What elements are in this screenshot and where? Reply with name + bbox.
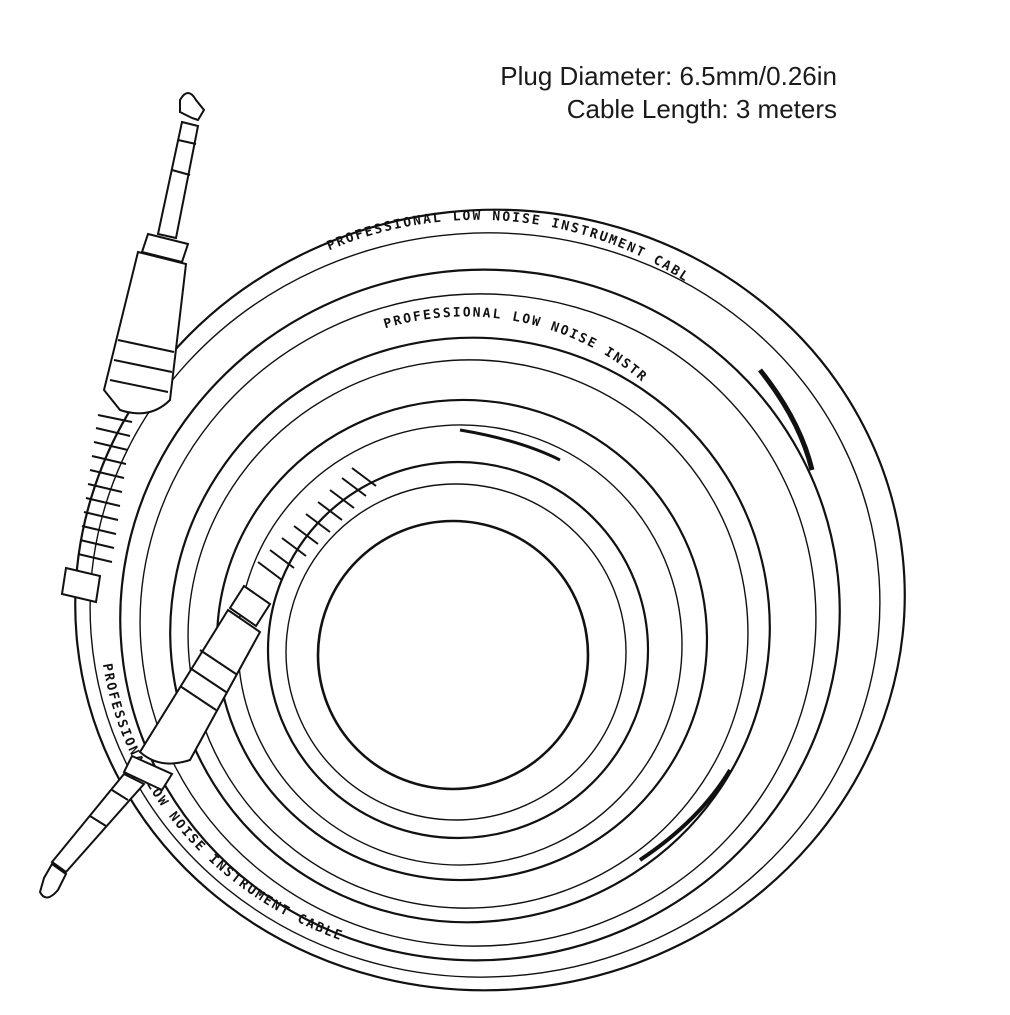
cable-length-spec: Cable Length: 3 meters bbox=[566, 94, 837, 124]
spec-text: Plug Diameter: 6.5mm/0.26in Cable Length… bbox=[500, 60, 837, 126]
upper-jack-plug bbox=[60, 92, 206, 604]
lower-jack-plug bbox=[38, 467, 377, 899]
cable-print-outer: PROFESSIONAL LOW NOISE INSTRUMENT CABLE bbox=[0, 0, 692, 286]
cable-coil bbox=[74, 208, 906, 992]
plug-diameter-spec: Plug Diameter: 6.5mm/0.26in bbox=[500, 61, 837, 91]
upper-spring bbox=[77, 414, 133, 563]
lower-spring bbox=[257, 467, 377, 581]
cable-print-middle: PROFESSIONAL LOW NOISE INSTRUMENT bbox=[0, 0, 650, 386]
